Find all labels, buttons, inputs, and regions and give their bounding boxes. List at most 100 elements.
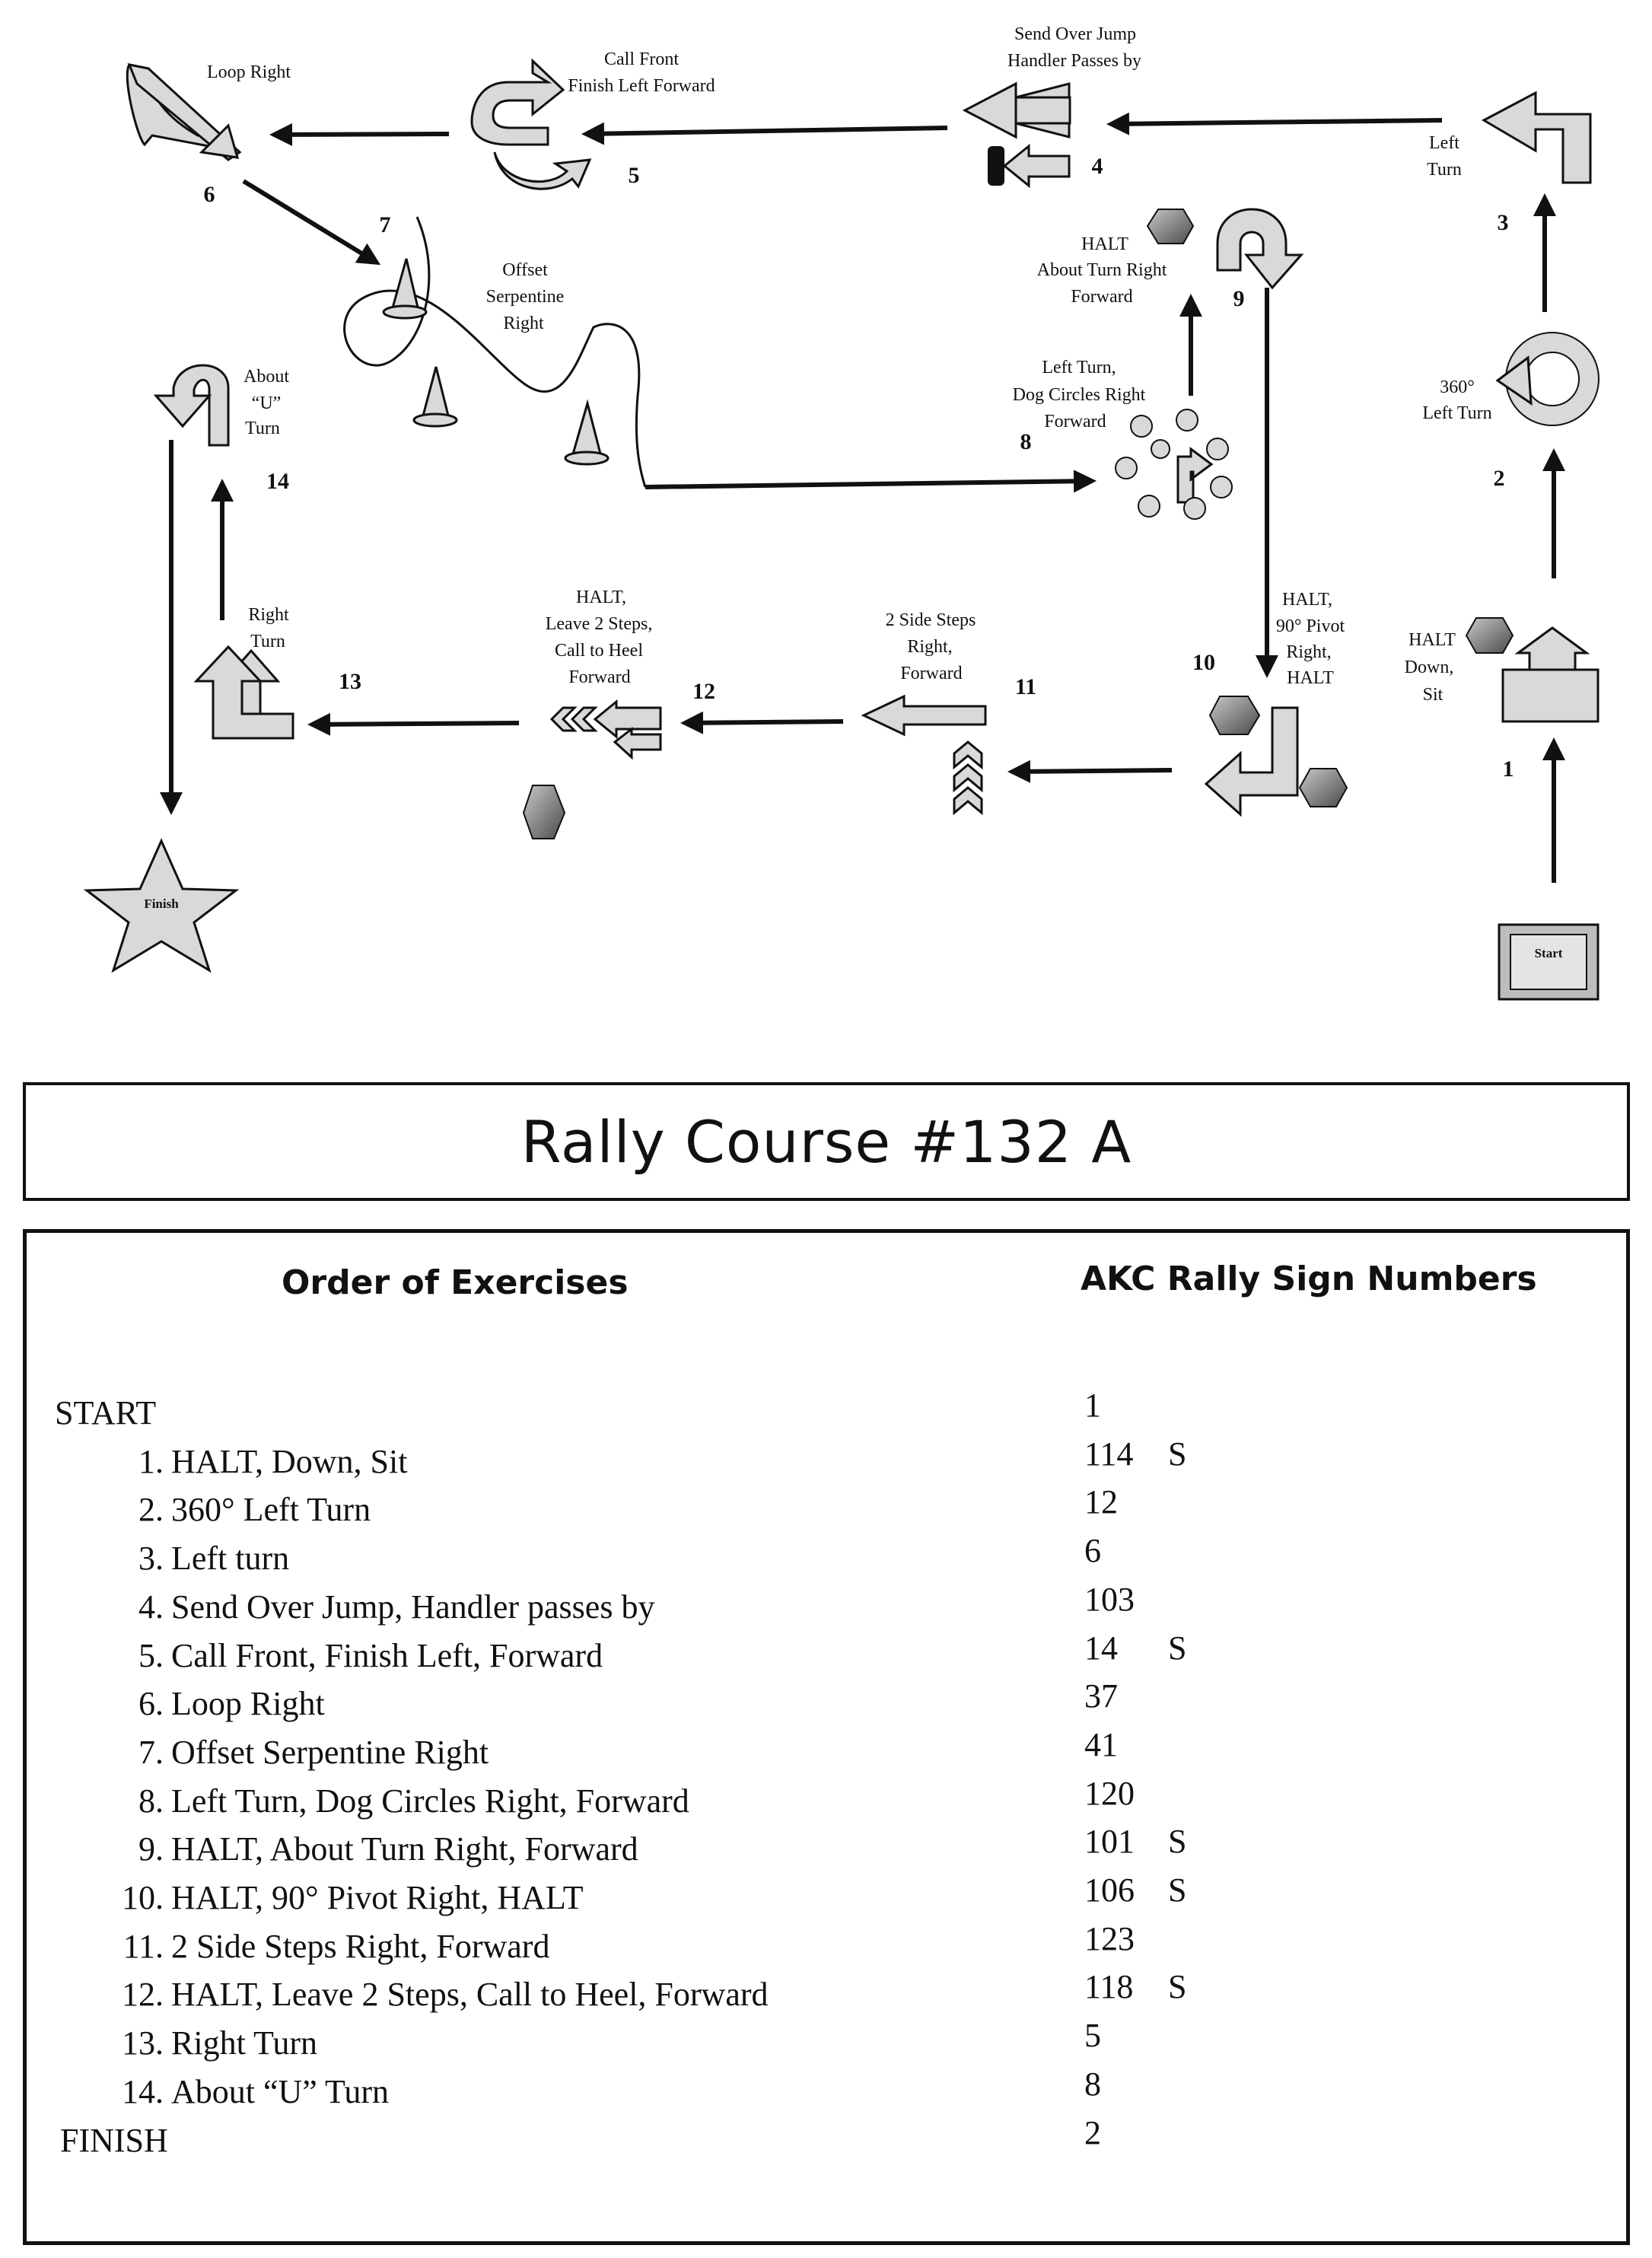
svg-text:Loop Right: Loop Right — [207, 62, 291, 82]
halt-sit-arrow-icon — [1501, 626, 1599, 723]
station-9: HALT About Turn Right Forward 9 — [1037, 208, 1304, 311]
exercise-number: 5. — [138, 1637, 164, 1674]
start-sign: Start — [1498, 923, 1599, 1001]
svg-text:Offset: Offset — [502, 260, 548, 280]
chevron-stack-icon — [953, 740, 983, 816]
station-6: Loop Right 6 — [126, 62, 291, 207]
svg-text:1: 1 — [1503, 756, 1514, 782]
halt-hexagon-icon — [1298, 768, 1348, 807]
sign-number: 6 — [1084, 1532, 1101, 1569]
svg-text:Right: Right — [503, 314, 544, 333]
svg-text:8: 8 — [1020, 429, 1032, 454]
svg-text:Right: Right — [248, 605, 289, 625]
sign-flag: S — [1168, 1629, 1187, 1667]
svg-text:HALT: HALT — [1287, 668, 1334, 688]
exercise-number: 7. — [138, 1734, 164, 1771]
sign-number: 118 — [1084, 1968, 1134, 2005]
course-title-box: Rally Course #132 A — [23, 1082, 1630, 1201]
exercise-label: HALT, Leave 2 Steps, Call to Heel, Forwa… — [171, 1976, 769, 2013]
station-11: 2 Side Steps Right, Forward 11 — [861, 610, 1036, 816]
finish-sign: Finish — [83, 838, 240, 973]
halt-hexagon-icon — [522, 785, 566, 839]
exercise-label: Left turn — [171, 1540, 290, 1577]
svg-text:Right,: Right, — [1286, 642, 1331, 662]
exercise-number: 2. — [138, 1491, 164, 1528]
svg-text:Leave 2 Steps,: Leave 2 Steps, — [546, 614, 653, 634]
station-8: Left Turn, Dog Circles Right Forward 8 — [1013, 358, 1233, 520]
svg-text:3: 3 — [1498, 210, 1509, 235]
exercise-label: HALT, About Turn Right, Forward — [171, 1830, 638, 1868]
station-12: HALT, Leave 2 Steps, Call to Heel Forwar… — [522, 588, 715, 839]
exercise-row: 12.HALT, Leave 2 Steps, Call to Heel, Fo… — [27, 1970, 1625, 2016]
pivot-arrow-icon — [1204, 706, 1299, 817]
station-4: Send Over Jump Handler Passes by 4 — [962, 24, 1141, 189]
sign-number: 37 — [1084, 1677, 1118, 1715]
finish-left-arrow-icon — [493, 151, 592, 190]
sign-flag: S — [1168, 1968, 1187, 2005]
start-sign-text: Start — [1535, 946, 1563, 960]
svg-text:Right,: Right, — [907, 637, 952, 657]
svg-text:Call to Heel: Call to Heel — [555, 641, 643, 661]
exercise-label: Call Front, Finish Left, Forward — [171, 1637, 603, 1674]
halt-hexagon-icon — [1465, 617, 1514, 654]
sign-numbers-heading: AKC Rally Sign Numbers — [1081, 1260, 1537, 1298]
svg-text:12: 12 — [692, 679, 715, 704]
svg-text:360°: 360° — [1440, 377, 1475, 397]
svg-text:14: 14 — [266, 469, 289, 494]
svg-text:Call Front: Call Front — [604, 49, 679, 69]
exercise-label: HALT, Down, Sit — [171, 1443, 408, 1480]
exercise-label: About “U” Turn — [171, 2073, 390, 2110]
svg-text:Finish Left Forward: Finish Left Forward — [568, 76, 715, 96]
svg-text:Forward: Forward — [568, 667, 630, 687]
station-2: 360° Left Turn 2 — [1422, 332, 1599, 491]
svg-text:HALT: HALT — [1408, 630, 1456, 650]
svg-text:Forward: Forward — [1071, 287, 1132, 307]
svg-text:Turn: Turn — [250, 632, 285, 651]
sign-number: 5 — [1084, 2017, 1101, 2054]
svg-text:Down,: Down, — [1405, 658, 1454, 677]
sign-number: 120 — [1084, 1775, 1135, 1812]
station-14: About “U” Turn 14 — [153, 364, 289, 494]
station-10: HALT, 90° Pivot Right, HALT 10 — [1192, 590, 1348, 817]
svg-text:10: 10 — [1192, 650, 1215, 675]
exercise-number: 4. — [138, 1588, 164, 1626]
svg-text:Forward: Forward — [900, 664, 962, 683]
svg-text:Left: Left — [1429, 133, 1459, 153]
sign-number: 41 — [1084, 1726, 1118, 1763]
sign-number: 2 — [1084, 2114, 1101, 2151]
sign-number: 8 — [1084, 2065, 1101, 2103]
exercise-label: 2 Side Steps Right, Forward — [171, 1928, 550, 1965]
exercise-label: 360° Left Turn — [171, 1491, 371, 1528]
svg-text:HALT: HALT — [1081, 234, 1128, 254]
svg-text:Left Turn,: Left Turn, — [1042, 358, 1116, 377]
svg-text:9: 9 — [1233, 286, 1245, 311]
svg-text:Serpentine: Serpentine — [486, 287, 565, 307]
svg-text:About: About — [244, 367, 289, 387]
halt-hexagon-icon — [1208, 696, 1261, 735]
exercise-number: 10. — [122, 1879, 164, 1916]
svg-text:11: 11 — [1015, 674, 1036, 699]
svg-text:Sit: Sit — [1423, 685, 1444, 705]
exercise-label: Offset Serpentine Right — [171, 1734, 489, 1771]
svg-text:Turn: Turn — [1427, 160, 1462, 180]
course-title: Rally Course #132 A — [520, 1107, 1132, 1176]
handler-arrow-icon — [1002, 143, 1071, 189]
station-1: HALT Down, Sit 1 — [1405, 617, 1599, 782]
exercise-label: Send Over Jump, Handler passes by — [171, 1588, 655, 1626]
svg-text:7: 7 — [380, 212, 391, 237]
station-5: Call Front Finish Left Forward 5 — [470, 49, 715, 190]
svg-text:2: 2 — [1494, 466, 1505, 491]
svg-text:90° Pivot: 90° Pivot — [1276, 616, 1345, 636]
sign-number: 101 — [1084, 1823, 1135, 1860]
svg-text:4: 4 — [1092, 154, 1103, 179]
star-icon — [83, 838, 240, 973]
exercise-label: Left Turn, Dog Circles Right, Forward — [171, 1782, 689, 1820]
